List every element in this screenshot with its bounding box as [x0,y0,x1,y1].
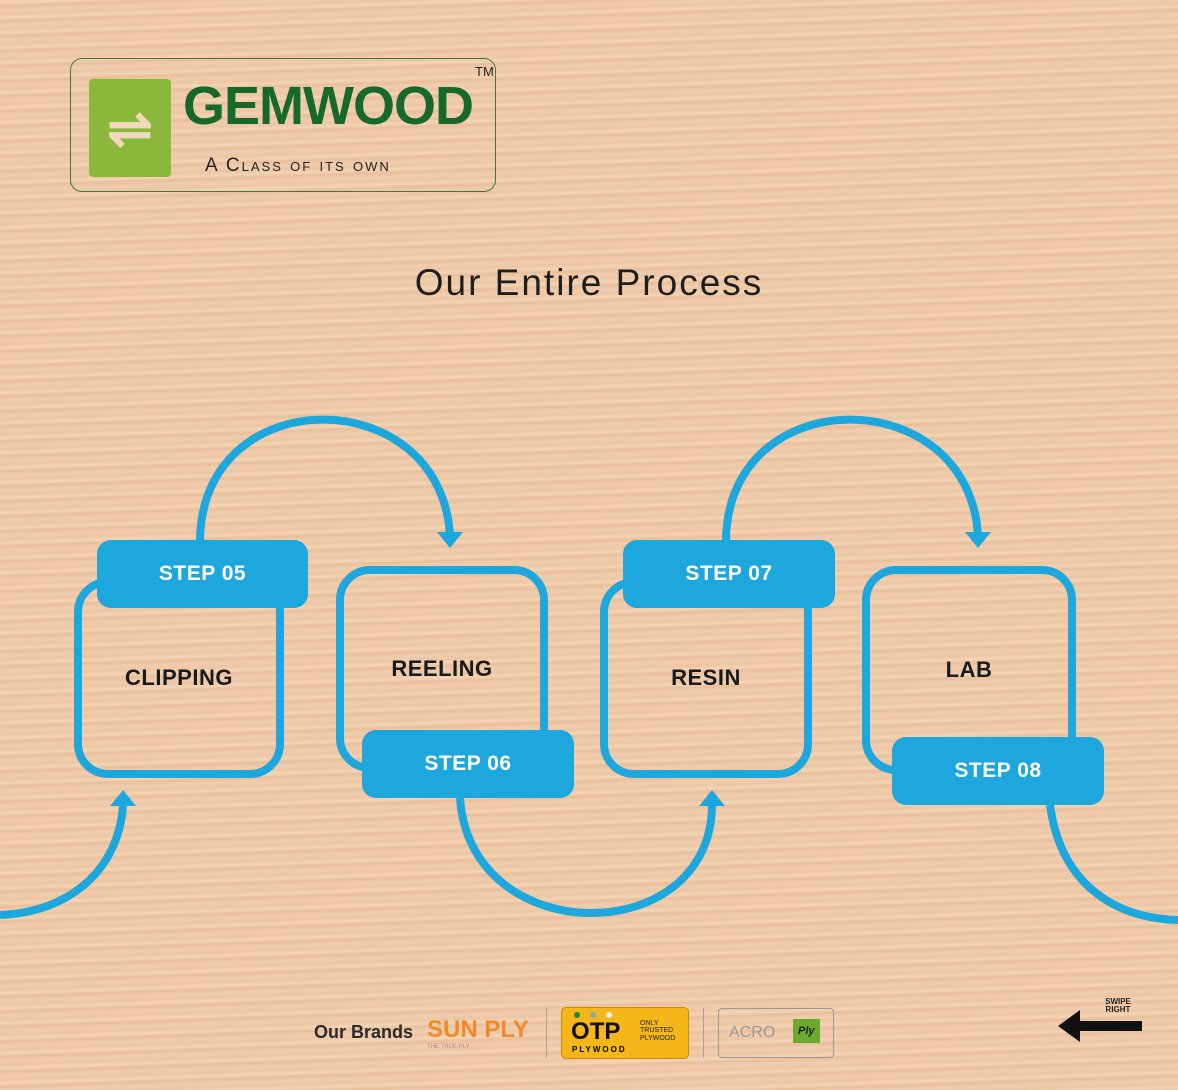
step-name: CLIPPING [125,665,233,690]
swipe-right-hint[interactable]: SWIPE RIGHT [1058,998,1142,1046]
arrow-curve-in [0,805,127,919]
sunply-tag: THE TRUE PLY [427,1043,470,1050]
arrow-left-icon [1058,1010,1142,1042]
divider [703,1007,705,1058]
otp-tag: ONLY TRUSTED PLYWOOD [640,1019,676,1042]
logo-tm: TM [475,64,494,79]
arrow-curve-out [1046,804,1178,924]
arrowhead-icon [437,532,463,548]
otp-name: OTP [571,1017,621,1045]
arrow-curve-07-08 [722,415,982,543]
step-box-clipping: CLIPPING [74,578,284,778]
step-name: LAB [945,657,993,682]
step-08-label: STEP 08 [892,737,1104,805]
arrow-curve-06-07 [456,797,716,917]
arrowhead-icon [965,532,991,548]
brands-label: Our Brands [314,1022,414,1042]
page-title: Our Entire Process [414,262,764,303]
arrow-curve-05-06 [196,415,454,543]
gemwood-logo: ⇌ GEMWOOD TM A Class of its own [70,58,496,192]
swipe-text: SWIPE RIGHT [1105,997,1131,1014]
step-name: REELING [391,656,493,681]
logo-tagline: A Class of its own [205,155,391,176]
step-05-label: STEP 05 [97,540,308,608]
arrowhead-icon [110,790,136,806]
logo-brand: GEMWOOD [183,76,474,136]
step-06-label: STEP 06 [362,730,574,798]
acro-name: ACRO [729,1023,776,1041]
tree-icon: ⇌ [89,79,171,177]
step-box-resin: RESIN [600,578,812,778]
sunply-name: SUN PLY [427,1015,529,1043]
otp-logo: OTP ONLY TRUSTED PLYWOOD PLYWOOD [561,1006,690,1059]
step-07-label: STEP 07 [623,540,835,608]
acroply-logo: ACRO Ply [718,1007,835,1058]
arrowhead-icon [699,790,725,806]
acro-ply: Ply [793,1018,820,1043]
divider [546,1007,548,1058]
step-name: RESIN [671,665,741,690]
otp-sub: PLYWOOD [572,1044,627,1054]
